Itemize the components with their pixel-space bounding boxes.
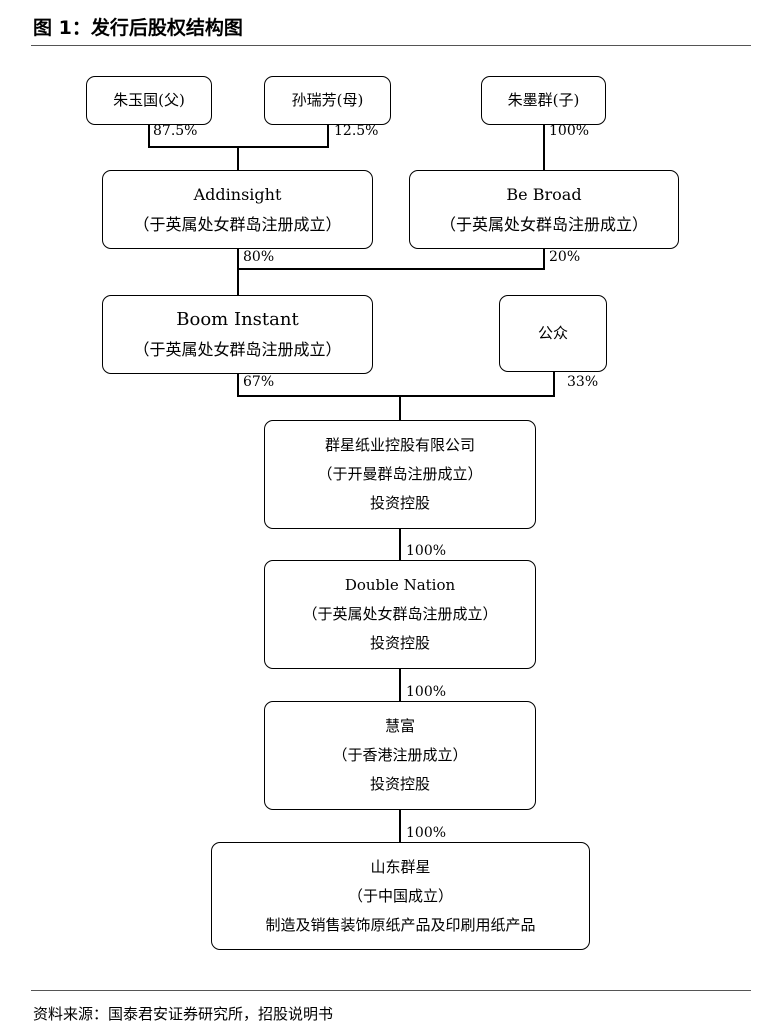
node-note: （于英属处女群岛注册成立） [439, 214, 648, 234]
node-shandong-star: 山东群星 （于中国成立） 制造及销售装饰原纸产品及印刷用纸产品 [211, 842, 590, 950]
node-name: Double Nation [344, 576, 456, 594]
line-nine-double [399, 528, 401, 560]
node-role: 投资控股 [369, 634, 430, 652]
node-name: Boom Instant [176, 308, 299, 330]
node-name: 群星纸业控股有限公司 [324, 436, 475, 454]
node-father: 朱玉国(父) [86, 76, 212, 125]
source-note: 资料来源：国泰君安证券研究所，招股说明书 [33, 1005, 334, 1023]
node-name: 公众 [537, 324, 568, 342]
node-huifu: 慧富 （于香港注册成立） 投资控股 [264, 701, 536, 810]
node-nine-star-paper: 群星纸业控股有限公司 （于开曼群岛注册成立） 投资控股 [264, 420, 536, 529]
line-father-down [148, 124, 150, 147]
node-name: 慧富 [384, 717, 415, 735]
line-bebroad-join [237, 268, 545, 270]
pct-father-addinsight: 87.5% [153, 123, 198, 139]
pct-public-nine: 33% [567, 374, 599, 390]
node-note: （于英属处女群岛注册成立） [133, 214, 342, 234]
line-double-huifu [399, 668, 401, 701]
node-role: 投资控股 [369, 775, 430, 793]
node-bebroad: Be Broad （于英属处女群岛注册成立） [409, 170, 679, 249]
node-name: 朱玉国(父) [113, 91, 185, 109]
pct-nine-double: 100% [406, 543, 447, 559]
pct-mother-addinsight: 12.5% [334, 123, 379, 139]
node-name: 孙瑞芳(母) [291, 91, 364, 109]
node-double-nation: Double Nation （于英属处女群岛注册成立） 投资控股 [264, 560, 536, 669]
node-mother: 孙瑞芳(母) [264, 76, 391, 125]
line-mother-down [327, 124, 329, 147]
node-role: 投资控股 [369, 494, 430, 512]
top-rule [31, 45, 751, 46]
node-note: （于英属处女群岛注册成立） [133, 339, 342, 359]
node-name: Be Broad [506, 184, 582, 204]
node-role: 制造及销售装饰原纸产品及印刷用纸产品 [265, 915, 536, 934]
line-parents-join [148, 146, 329, 148]
pct-addinsight-boom: 80% [243, 249, 275, 265]
bottom-rule [31, 990, 751, 991]
node-name: 山东群星 [370, 857, 431, 876]
line-boom-down [237, 373, 239, 396]
node-note: （于中国成立） [347, 886, 453, 905]
pct-double-huifu: 100% [406, 684, 447, 700]
line-to-nine [399, 395, 401, 420]
pct-huifu-shandong: 100% [406, 825, 447, 841]
node-public: 公众 [499, 295, 607, 372]
node-addinsight: Addinsight （于英属处女群岛注册成立） [102, 170, 373, 249]
line-bebroad-down [543, 248, 545, 269]
line-addinsight-down [237, 248, 239, 295]
node-name: 朱墨群(子) [507, 91, 580, 109]
figure-title: 图 1：发行后股权结构图 [33, 17, 243, 39]
line-public-down [553, 371, 555, 396]
line-son-down [543, 124, 545, 170]
pct-son-bebroad: 100% [549, 123, 590, 139]
line-to-addinsight [237, 146, 239, 170]
line-boom-public-join [237, 395, 555, 397]
line-huifu-shandong [399, 809, 401, 842]
node-son: 朱墨群(子) [481, 76, 606, 125]
node-boom-instant: Boom Instant （于英属处女群岛注册成立） [102, 295, 373, 374]
pct-bebroad-boom: 20% [549, 249, 581, 265]
node-note: （于开曼群岛注册成立） [317, 465, 483, 483]
node-name: Addinsight [193, 184, 282, 204]
node-note: （于香港注册成立） [332, 746, 468, 764]
pct-boom-nine: 67% [243, 374, 275, 390]
node-note: （于英属处女群岛注册成立） [302, 605, 498, 623]
